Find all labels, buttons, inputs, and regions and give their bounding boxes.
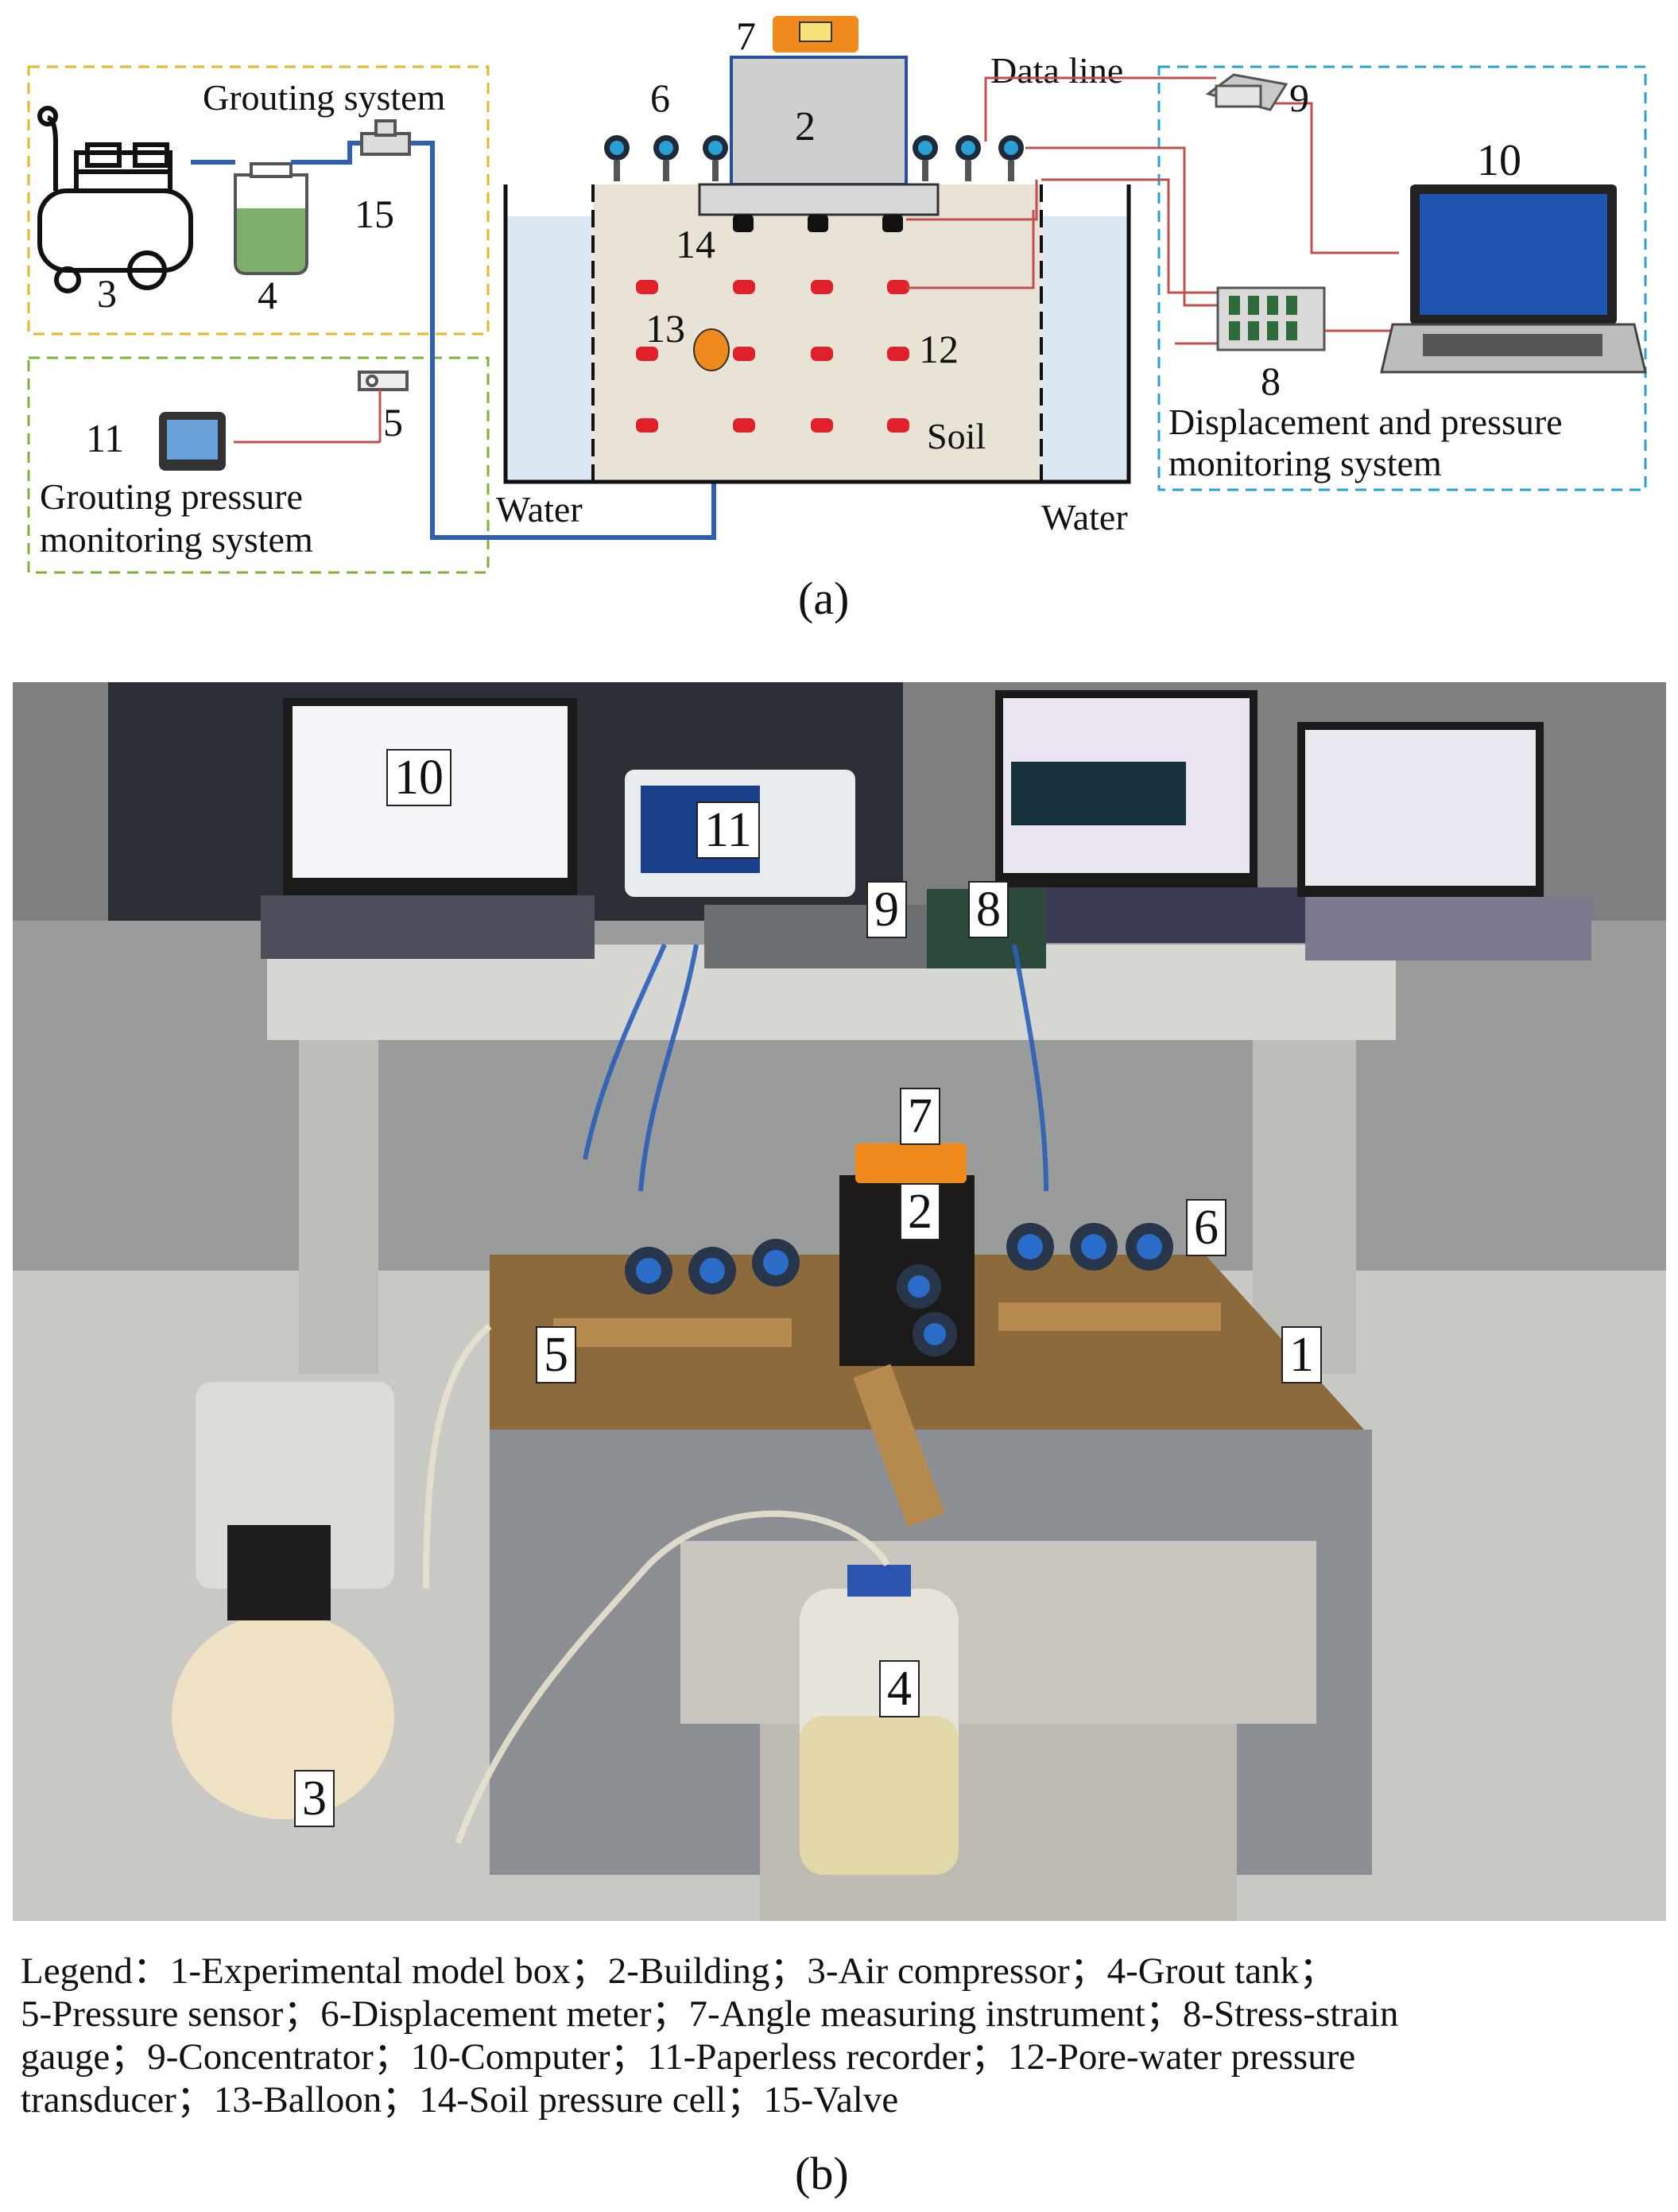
photo-tag-1: 1 [1281, 1326, 1322, 1383]
data-lines [906, 76, 1399, 345]
water-left [506, 216, 593, 482]
water-right-label: Water [1041, 497, 1128, 537]
photo-tag-5: 5 [536, 1326, 576, 1383]
photo-tag-8: 8 [968, 881, 1009, 938]
caption-b: (b) [795, 2148, 849, 2199]
pressure-sensor-icon [358, 371, 409, 391]
grout-tank-icon [234, 162, 308, 275]
photo-tag-6: 6 [1186, 1199, 1227, 1256]
label-15: 15 [355, 192, 394, 236]
label-9: 9 [1289, 76, 1309, 120]
label-6: 6 [650, 76, 670, 120]
monitoring-system-box [1157, 65, 1647, 491]
grouting-system-box [27, 65, 490, 336]
caption-a: (a) [798, 572, 849, 624]
paperless-recorder-icon [159, 412, 226, 471]
legend-line-4: transducer；13-Balloon；14-Soil pressure c… [21, 2079, 899, 2121]
monitoring-label-1: Displacement and pressure [1168, 402, 1563, 442]
legend-line-2: 5-Pressure sensor；6-Displacement meter；7… [21, 1993, 1399, 2035]
photo-tag-4: 4 [879, 1660, 920, 1717]
photo-illustration [13, 682, 1666, 1921]
photo-tag-2: 2 [900, 1183, 940, 1240]
label-14: 14 [676, 222, 715, 266]
building-foundation [698, 183, 940, 216]
water-right [1041, 216, 1129, 482]
computer-icon [1380, 184, 1647, 374]
data-line-label: Data line [990, 50, 1123, 91]
grouting-pressure-box [27, 356, 490, 574]
grouting-system-label: Grouting system [203, 77, 446, 118]
soil-label: Soil [927, 416, 986, 456]
label-3: 3 [97, 271, 117, 316]
displacement-meter-icons [604, 135, 1024, 181]
label-10: 10 [1477, 136, 1521, 185]
label-4: 4 [258, 273, 277, 317]
balloon-icon [693, 328, 730, 371]
grout-pipe-2 [291, 141, 716, 540]
photo-tag-11: 11 [696, 801, 760, 859]
legend-line-1: Legend：1-Experimental model box；2-Buildi… [21, 1950, 1337, 1992]
water-left-label: Water [496, 489, 583, 530]
label-11: 11 [86, 416, 124, 460]
label-2: 2 [795, 104, 816, 149]
legend-line-3: gauge；9-Concentrator；10-Computer；11-Pape… [21, 2036, 1356, 2078]
photo-tag-10: 10 [386, 749, 451, 806]
angle-instrument-icon [773, 16, 858, 52]
label-13: 13 [645, 306, 685, 351]
schematic-diagram: Grouting system Grouting pressure monito… [27, 14, 1647, 624]
pore-pressure-transducers [636, 280, 909, 433]
photo-tag-7: 7 [900, 1088, 940, 1145]
label-5: 5 [383, 400, 403, 444]
air-compressor-icon [37, 106, 193, 293]
label-12: 12 [919, 327, 959, 371]
photo-tag-9: 9 [866, 881, 907, 938]
soil-pressure-cells [733, 215, 903, 232]
monitoring-label-2: monitoring system [1168, 443, 1442, 483]
grouting-pressure-label-2: monitoring system [40, 519, 313, 560]
label-7: 7 [736, 14, 756, 58]
label-8: 8 [1261, 359, 1281, 403]
concentrator-icon [1205, 73, 1289, 111]
grouting-pressure-label-1: Grouting pressure [40, 476, 303, 517]
photo-tag-3: 3 [294, 1770, 335, 1827]
valve-icon [360, 119, 411, 156]
experiment-photo: 10 11 9 8 7 2 6 5 1 4 3 [13, 682, 1666, 1921]
legend: Legend：1-Experimental model box；2-Buildi… [21, 1950, 1666, 2121]
stress-strain-gauge-icon [1216, 286, 1326, 351]
building-block [730, 56, 908, 186]
